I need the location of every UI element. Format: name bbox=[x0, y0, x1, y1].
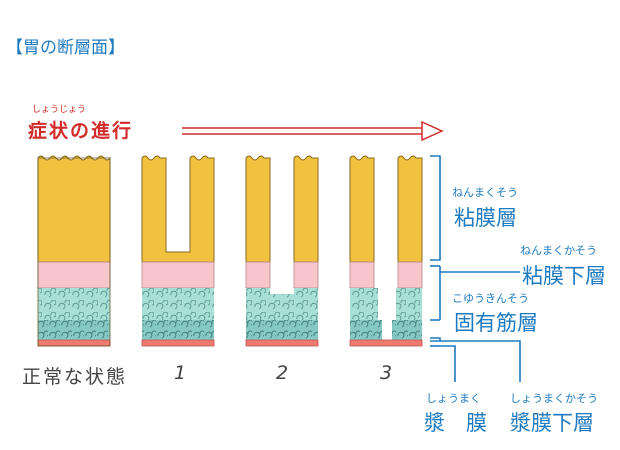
stage-label-3: 3 bbox=[380, 362, 393, 384]
mucosa-label: 粘膜層 bbox=[454, 206, 517, 230]
mucosa-ruby: ねんまくそう bbox=[452, 186, 518, 199]
submucosa-label: 粘膜下層 bbox=[522, 264, 606, 288]
layer-bracket bbox=[430, 155, 521, 382]
subserosa-label: 漿膜下層 bbox=[510, 411, 594, 435]
serosa-label: 漿 膜 bbox=[424, 411, 487, 435]
submucosa-ruby: ねんまくかそう bbox=[520, 244, 597, 257]
progress-ruby: しょうじょう bbox=[32, 105, 87, 115]
progress-label: 症状の進行 bbox=[28, 120, 134, 142]
stage-label-normal: 正常な状態 bbox=[22, 366, 128, 388]
section-normal bbox=[37, 155, 111, 347]
subserosa-ruby: しょうまくかそう bbox=[510, 392, 598, 405]
page-title: 【胃の断層面】 bbox=[6, 38, 125, 58]
section-stage-3 bbox=[349, 155, 423, 347]
section-stage-1 bbox=[141, 155, 215, 347]
progress-arrow bbox=[182, 120, 444, 142]
muscularis-label: 固有筋層 bbox=[454, 311, 538, 335]
section-stage-2 bbox=[245, 155, 319, 347]
stage-label-2: 2 bbox=[276, 362, 289, 384]
muscularis-ruby: こゆうきんそう bbox=[452, 292, 529, 305]
serosa-ruby: しょうまく bbox=[426, 392, 481, 405]
stage-label-1: 1 bbox=[174, 362, 187, 384]
